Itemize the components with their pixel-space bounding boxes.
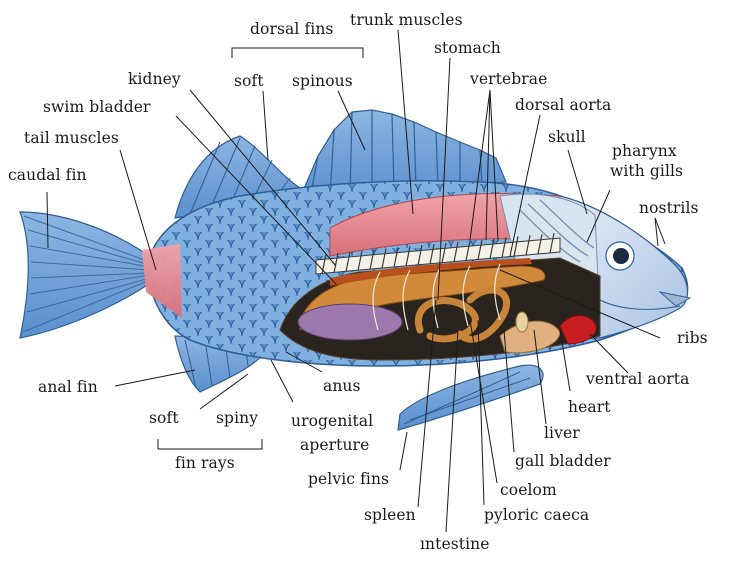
leader-lines	[46, 29, 666, 533]
label-intestine: ıntestine	[420, 535, 490, 553]
label-pyloric-caeca: pyloric caeca	[484, 506, 590, 524]
label-pharynx-line2: with gills	[610, 162, 684, 180]
label-skull: skull	[548, 128, 586, 146]
vertebra-segment	[453, 241, 459, 263]
vertebra-segment	[429, 243, 435, 265]
vertebra-segment	[393, 247, 399, 268]
tail-muscle-band	[142, 244, 182, 318]
vertebrae	[315, 232, 561, 275]
kidney	[330, 258, 532, 286]
label-vertebrae: vertebrae	[470, 70, 548, 88]
pelvic-fin	[397, 364, 544, 431]
gall-bladder	[515, 311, 529, 333]
label-aperture: aperture	[300, 436, 370, 454]
vertebra-segment	[537, 234, 543, 255]
dorsal-fin-spinous	[299, 109, 507, 199]
vertebra-segment	[381, 248, 387, 269]
vertebra-segment	[441, 242, 447, 264]
vertebra-segment	[369, 249, 375, 270]
label-stomach: stomach	[434, 39, 501, 57]
vertebra-segment	[525, 235, 531, 256]
spleen	[297, 303, 403, 341]
label-soft-rays: soft	[149, 409, 179, 427]
label-tail-muscles: tail muscles	[24, 129, 119, 147]
vertebra-segment	[417, 245, 423, 266]
label-liver: liver	[544, 424, 580, 442]
vertebra-segment	[357, 250, 363, 271]
vertebra-segment	[477, 239, 483, 260]
label-spiny: spiny	[216, 409, 259, 427]
caudal-fin	[19, 211, 153, 339]
label-pelvic-fins: pelvic fins	[308, 470, 390, 488]
label-anal-fin: anal fin	[38, 378, 98, 396]
label-ventral-aorta: ventral aorta	[586, 370, 690, 388]
label-spinous: spinous	[292, 72, 353, 90]
label-dorsal-aorta: dorsal aorta	[515, 96, 612, 114]
label-gall-bladder: gall bladder	[515, 452, 611, 470]
label-ribs: ribs	[677, 329, 708, 347]
label-trunk-muscles: trunk muscles	[350, 11, 463, 29]
label-heart: heart	[568, 398, 611, 416]
label-anus: anus	[323, 377, 361, 395]
vertebra-segment	[489, 238, 495, 259]
vertebra-segment	[465, 240, 471, 261]
vertebra-segment	[345, 251, 351, 272]
label-pharynx-line1: pharynx	[612, 142, 677, 160]
vertebra-segment	[333, 252, 339, 274]
label-caudal-fin: caudal fin	[8, 166, 87, 184]
label-urogenital: urogenital	[291, 412, 374, 430]
heart	[559, 315, 597, 345]
vertebra-segment	[513, 236, 519, 257]
label-dorsal-fins: dorsal fins	[250, 20, 334, 38]
ribs	[372, 263, 501, 331]
label-dorsal-soft: soft	[234, 72, 264, 90]
label-nostrils: nostrils	[639, 199, 699, 217]
vertebra-segment	[501, 237, 507, 258]
label-spleen: spleen	[364, 506, 416, 524]
vertebra-segment	[405, 246, 411, 267]
label-fin-rays: fin rays	[175, 454, 235, 472]
label-coelom: coelom	[500, 481, 557, 499]
label-swim-bladder: swim bladder	[43, 98, 151, 116]
label-kidney: kidney	[128, 70, 181, 88]
vertebra-segment	[549, 232, 555, 254]
